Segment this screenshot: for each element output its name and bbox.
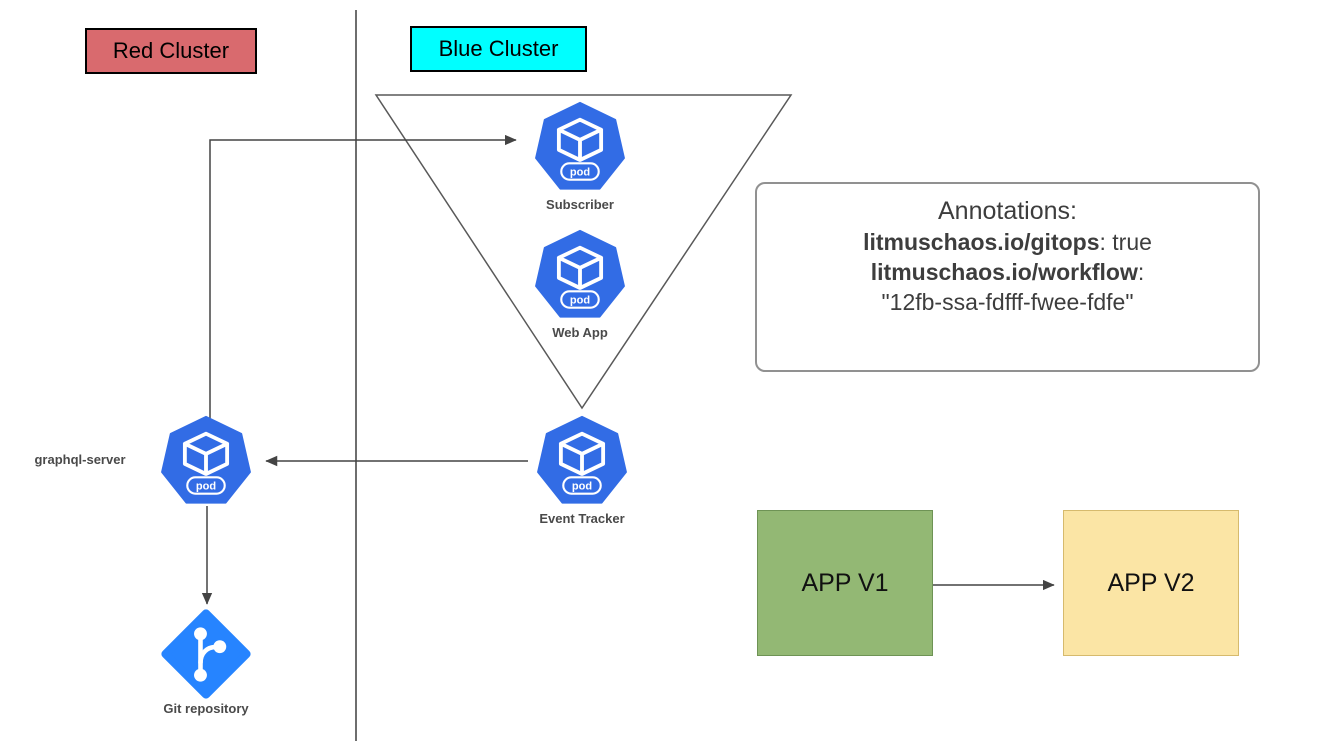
pod-event-tracker-label: Event Tracker: [539, 511, 625, 526]
blue-cluster-triangle: [374, 94, 793, 410]
cube-icon: [556, 245, 604, 290]
annotations-box: Annotations: litmuschaos.io/gitops: true…: [755, 182, 1260, 372]
pod-graphql-server-label: graphql-server: [34, 452, 126, 467]
app-v2-box: APP V2: [1063, 510, 1239, 656]
arrow-graphql-to-subscriber: [209, 134, 517, 425]
pod-web-app-label: Web App: [552, 325, 608, 340]
git-repository-node: Git repository: [146, 608, 266, 716]
pod-subscriber-label: Subscriber: [546, 197, 614, 212]
git-repository-label: Git repository: [163, 701, 249, 716]
pod-badge-outline: [562, 476, 602, 495]
pod-badge-text: pod: [570, 166, 590, 178]
pod-badge-text: pod: [570, 294, 590, 306]
annotation-workflow-line: litmuschaos.io/workflow:: [757, 257, 1258, 287]
kubernetes-pod-icon: pod: [535, 229, 625, 318]
annotation-workflow-colon: :: [1137, 259, 1145, 285]
annotation-gitops-key: litmuschaos.io/gitops: [863, 229, 1100, 255]
red-cluster-label: Red Cluster: [85, 28, 257, 74]
pod-badge-text: pod: [196, 480, 216, 492]
kubernetes-pod-icon: pod: [535, 101, 625, 190]
pod-graphql-server: pod: [146, 414, 266, 510]
annotation-workflow-value: "12fb-ssa-fdfff-fwee-fdfe": [881, 289, 1134, 315]
annotation-workflow-key: litmuschaos.io/workflow: [870, 259, 1138, 285]
pod-event-tracker: pod Event Tracker: [522, 414, 642, 526]
cube-icon: [558, 431, 606, 476]
blue-cluster-label: Blue Cluster: [410, 26, 587, 72]
git-branch-glyph: [194, 627, 227, 682]
pod-subscriber: pod Subscriber: [520, 100, 640, 212]
git-diamond: [161, 609, 251, 699]
pod-badge-text: pod: [572, 480, 592, 492]
pod-badge-outline: [560, 162, 600, 181]
kubernetes-pod-icon: pod: [161, 415, 251, 504]
annotations-title: Annotations:: [938, 197, 1077, 225]
pod-badge-outline: [560, 290, 600, 309]
kubernetes-pod-icon: pod: [537, 415, 627, 504]
cube-icon: [556, 117, 604, 162]
annotation-gitops-line: litmuschaos.io/gitops: true: [757, 227, 1258, 257]
pod-web-app: pod Web App: [520, 228, 640, 340]
git-icon: [161, 609, 251, 699]
app-v1-box: APP V1: [757, 510, 933, 656]
pod-badge-outline: [186, 476, 226, 495]
annotation-gitops-value: : true: [1099, 229, 1152, 255]
cube-icon: [182, 431, 230, 476]
